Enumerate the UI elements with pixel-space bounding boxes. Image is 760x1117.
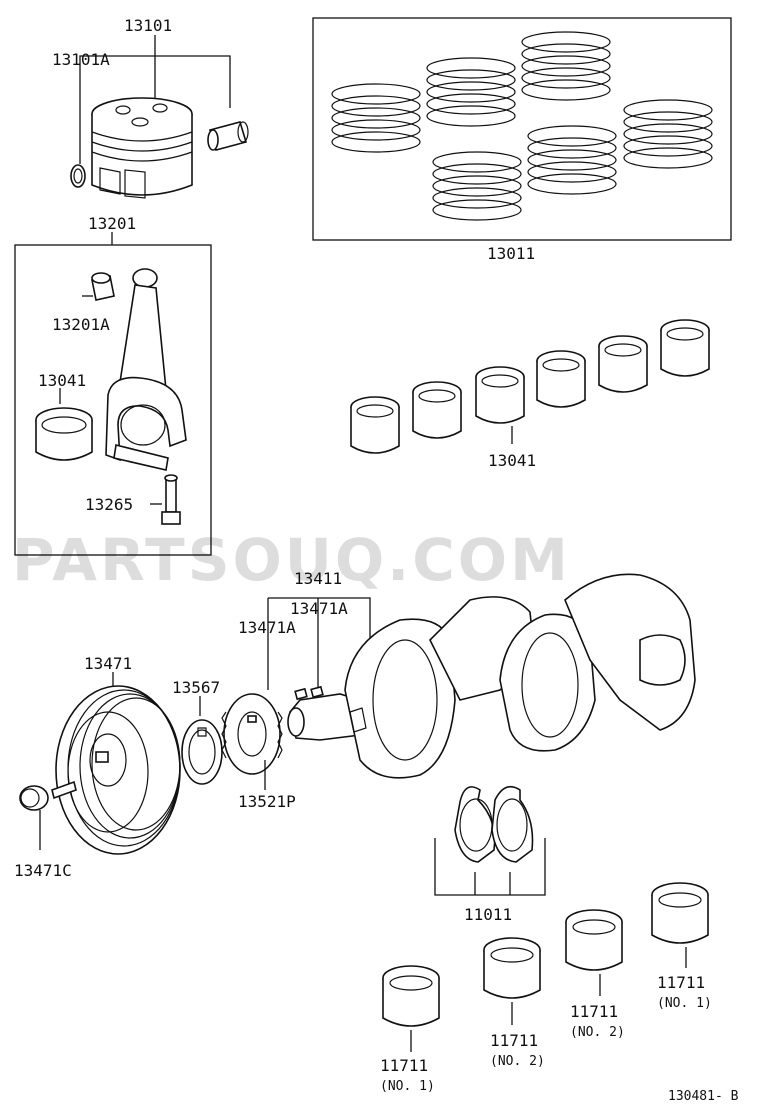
main-bearing-icon	[483, 937, 541, 999]
ring-set-6-icon	[432, 151, 522, 221]
crank-timing-gear-assembly[interactable]	[221, 693, 283, 790]
bearing-5-icon	[598, 335, 648, 393]
pulley-icon	[55, 685, 181, 855]
label-13101A[interactable]: 13101A	[52, 50, 110, 69]
connecting-rod-frame	[14, 244, 212, 556]
label-13471A-upper[interactable]: 13471A	[290, 599, 348, 618]
ring-set-4-icon	[623, 99, 713, 169]
ring-set-5-icon	[527, 125, 617, 195]
label-13011[interactable]: 13011	[487, 244, 535, 263]
bearing-6-icon	[660, 319, 710, 377]
crank-key-icon	[294, 685, 324, 701]
label-13201[interactable]: 13201	[88, 214, 136, 233]
main-bearing-icon	[565, 909, 623, 971]
rod-bearing-left-icon	[35, 388, 93, 461]
note-no1-left: (NO. 1)	[380, 1079, 435, 1094]
ring-set-1-icon	[331, 83, 421, 153]
crank-bearings-row[interactable]	[350, 319, 710, 454]
note-no2-right: (NO. 2)	[570, 1025, 625, 1040]
piston-assembly[interactable]	[70, 35, 249, 199]
connecting-rod-assembly[interactable]	[35, 232, 187, 525]
main-bearing-4-assembly[interactable]	[651, 882, 709, 968]
snap-ring-icon	[70, 75, 86, 188]
bearing-3-icon	[475, 366, 525, 424]
label-11711-no2-right[interactable]: 11711	[570, 1002, 618, 1021]
timing-plate-assembly[interactable]	[181, 696, 223, 785]
crankshaft-assembly[interactable]	[267, 573, 696, 779]
thrust-washer-icon	[454, 785, 534, 863]
pulley-bolt-icon	[19, 780, 77, 850]
note-no2-left: (NO. 2)	[490, 1054, 545, 1069]
thrust-washer-set[interactable]	[434, 785, 546, 896]
main-bearing-1-assembly[interactable]	[382, 965, 440, 1052]
label-13471A-lower[interactable]: 13471A	[238, 618, 296, 637]
label-11711-no1-left[interactable]: 11711	[380, 1056, 428, 1075]
main-bearing-icon	[382, 965, 440, 1027]
label-13041-left[interactable]: 13041	[38, 371, 86, 390]
label-11711-no1-right[interactable]: 11711	[657, 973, 705, 992]
connecting-rod-icon	[105, 268, 187, 471]
label-13521P[interactable]: 13521P	[238, 792, 296, 811]
label-13411[interactable]: 13411	[294, 569, 342, 588]
timing-gear-icon	[221, 693, 283, 775]
crankshaft-icon	[287, 573, 696, 779]
bearing-2-icon	[412, 381, 462, 439]
label-13471C[interactable]: 13471C	[14, 861, 72, 880]
label-13471[interactable]: 13471	[84, 654, 132, 673]
piston-icon	[91, 97, 193, 199]
main-bearing-3-assembly[interactable]	[565, 909, 623, 996]
ring-set-2-icon	[426, 57, 516, 127]
rod-bolt-icon	[150, 474, 181, 525]
watermark-text: PARTSOUQ.COM	[12, 526, 571, 594]
piston-pin-icon	[207, 121, 249, 151]
main-bearing-2-assembly[interactable]	[483, 937, 541, 1025]
figure-code: 130481- B	[668, 1089, 739, 1104]
label-13041-right[interactable]: 13041	[488, 451, 536, 470]
label-11711-no2-left[interactable]: 11711	[490, 1031, 538, 1050]
label-13101[interactable]: 13101	[124, 16, 172, 35]
label-13265[interactable]: 13265	[85, 495, 133, 514]
bearing-4-icon	[536, 350, 586, 408]
rod-bushing-icon	[82, 272, 115, 301]
piston-ring-set-frame	[312, 17, 732, 241]
label-11011[interactable]: 11011	[464, 905, 512, 924]
label-13567[interactable]: 13567	[172, 678, 220, 697]
note-no1-right: (NO. 1)	[657, 996, 712, 1011]
main-bearing-icon	[651, 882, 709, 944]
crankshaft-pulley-assembly[interactable]	[19, 672, 181, 855]
bearing-1-icon	[350, 396, 400, 454]
label-13201A[interactable]: 13201A	[52, 315, 110, 334]
timing-plate-icon	[181, 719, 223, 785]
ring-set-3-icon	[521, 31, 611, 101]
piston-ring-sets[interactable]	[331, 31, 713, 221]
